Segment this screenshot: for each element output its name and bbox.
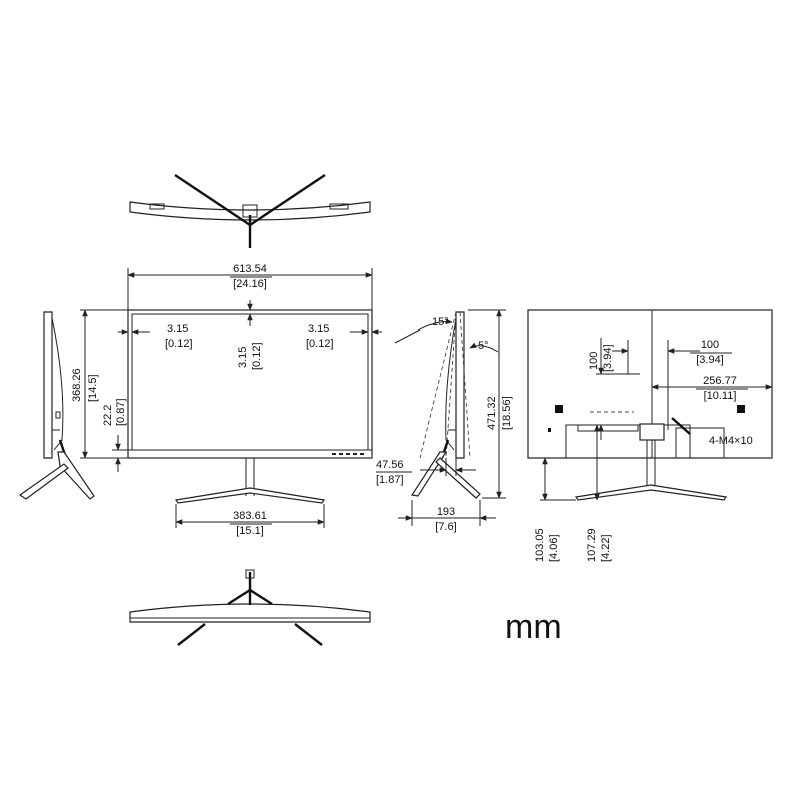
bezel-right-inch: [0.12]	[306, 338, 334, 350]
bottom-to-base-value: 103.05	[534, 528, 546, 562]
unit-label: mm	[505, 608, 562, 646]
dim-front-chin: 22.2 [0.87]	[102, 398, 128, 472]
mount-to-base-value: 107.29	[586, 528, 598, 562]
dim-front-width: 613.54 [24.16]	[127, 263, 373, 310]
tilt-forward-label: 5°	[478, 340, 489, 352]
dim-base-depth: 193 [7.6]	[398, 500, 496, 533]
dim-bezel-left: 3.15 [0.12]	[118, 323, 193, 350]
dim-base-width: 383.61 [15.1]	[175, 504, 325, 537]
tilt-back-label: 15°	[432, 316, 449, 328]
half-width-value: 256.77	[703, 375, 737, 387]
front-indicator-dots	[332, 453, 364, 455]
bottom-view	[129, 569, 371, 646]
screw-spec: 4-M4×10	[709, 435, 753, 447]
dim-total-height: 471.32 [18.56]	[468, 309, 513, 499]
top-view	[129, 174, 371, 248]
bezel-left-inch: [0.12]	[165, 338, 193, 350]
vesa-vertical-value: 100	[588, 352, 600, 370]
tilt-side-view: 15° 5°	[394, 311, 499, 499]
dim-half-width: 256.77 [10.11]	[651, 374, 773, 402]
front-view	[127, 309, 373, 504]
half-width-inch: [10.11]	[704, 390, 737, 402]
front-height-inch: [14.5]	[87, 374, 99, 402]
rear-view: 4-M4×10	[527, 309, 773, 501]
base-width-value: 383.61	[233, 510, 267, 522]
dim-vesa-horizontal: 100 [3.94]	[612, 339, 732, 430]
dim-bezel-top: 3.15 [0.12]	[237, 300, 263, 370]
dim-panel-offset: 47.56 [1.87]	[376, 458, 476, 486]
bottom-to-base-inch: [4.06]	[548, 534, 560, 562]
dim-vesa-vertical: 100 [3.94]	[588, 338, 640, 440]
vesa-horizontal-inch: [3.94]	[696, 354, 724, 366]
vesa-vertical-inch: [3.94]	[602, 344, 614, 372]
base-depth-value: 193	[437, 506, 455, 518]
front-width-value: 613.54	[233, 263, 267, 275]
front-chin-value: 22.2	[102, 405, 114, 426]
base-width-inch: [15.1]	[236, 525, 264, 537]
bezel-left-value: 3.15	[167, 323, 188, 335]
bezel-right-value: 3.15	[308, 323, 329, 335]
dim-front-height: 368.26 [14.5]	[71, 309, 128, 459]
front-height-value: 368.26	[71, 368, 83, 402]
front-width-inch: [24.16]	[233, 278, 267, 290]
dim-bezel-right: 3.15 [0.12]	[306, 323, 382, 350]
total-height-inch: [18.56]	[501, 396, 513, 430]
vesa-horizontal-value: 100	[701, 339, 719, 351]
panel-offset-value: 47.56	[376, 459, 404, 471]
base-depth-inch: [7.6]	[435, 521, 456, 533]
total-height-value: 471.32	[486, 396, 498, 430]
bezel-top-inch: [0.12]	[251, 342, 263, 370]
bezel-top-value: 3.15	[237, 347, 249, 368]
panel-offset-inch: [1.87]	[376, 474, 404, 486]
dim-bottom-to-base: 103.05 [4.06]	[534, 457, 576, 562]
front-chin-inch: [0.87]	[115, 398, 127, 426]
mount-to-base-inch: [4.22]	[600, 534, 612, 562]
dim-mount-to-base: 107.29 [4.22]	[586, 424, 612, 562]
left-side-view	[18, 311, 95, 500]
